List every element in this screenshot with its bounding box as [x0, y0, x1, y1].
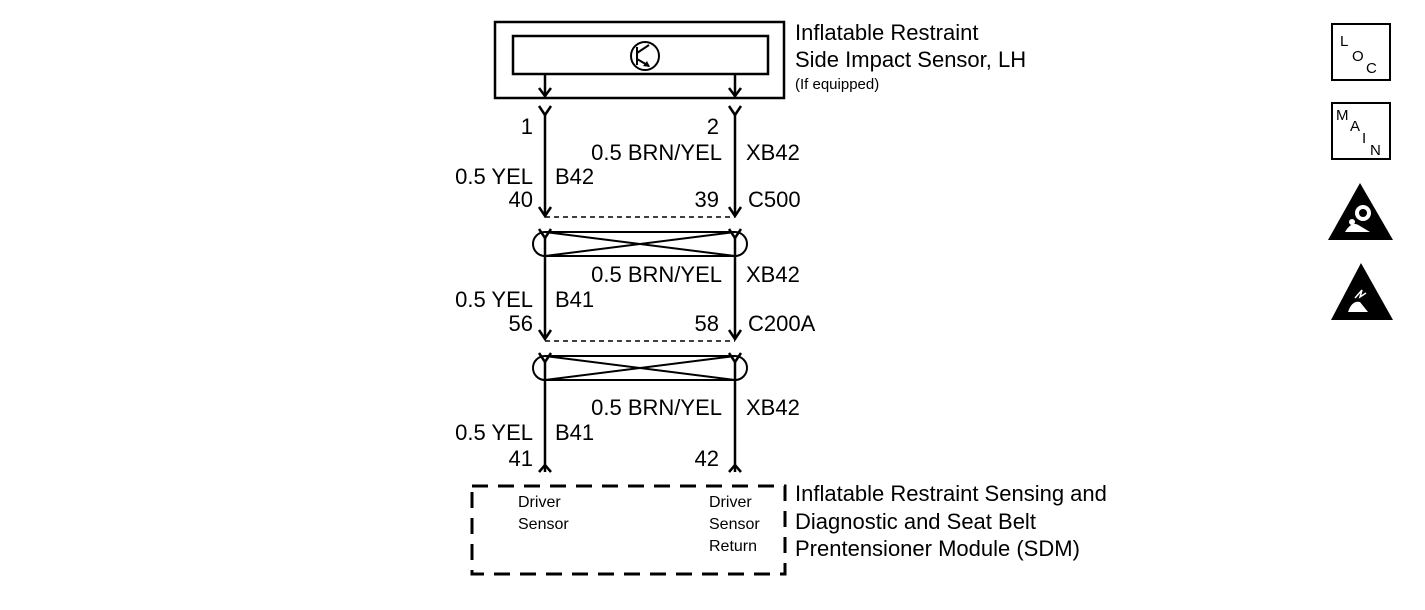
c500-name: C500	[748, 187, 801, 212]
sdm-right-pin-label-line3: Return	[709, 538, 757, 555]
sdm-module: Driver Sensor Driver Sensor Return Infla…	[470, 481, 1107, 576]
svg-text:C: C	[1366, 60, 1377, 77]
sensor-name-line1: Inflatable Restraint	[795, 20, 978, 45]
c200a-name: C200A	[748, 311, 816, 336]
sdm-name-line2: Diagnostic and Seat Belt	[795, 509, 1036, 534]
sensor-note: (If equipped)	[795, 76, 879, 93]
sensor-outer-box	[493, 20, 786, 100]
seg1-left-wire-color: 0.5 YEL	[455, 164, 533, 189]
left-wire	[537, 105, 553, 473]
seg3-right-wire-circuit: XB42	[746, 395, 800, 420]
esd-warning-icon[interactable]	[1331, 263, 1393, 320]
module-pin-right: 42	[695, 446, 719, 471]
sdm-left-pin-label-line2: Sensor	[518, 516, 569, 533]
seg2-right-wire-circuit: XB42	[746, 262, 800, 287]
side-impact-sensor: Inflatable Restraint Side Impact Sensor,…	[493, 20, 1026, 100]
right-wire	[727, 105, 743, 473]
seg1-right-wire-circuit: XB42	[746, 140, 800, 165]
sensor-pin-left: 1	[521, 114, 533, 139]
c200a-right-pin: 58	[695, 311, 719, 336]
c200a-left-pin: 56	[509, 311, 533, 336]
main-icon[interactable]: M A I N	[1331, 102, 1391, 160]
seg2-right-wire-color: 0.5 BRN/YEL	[591, 262, 722, 287]
sensor-name-line2: Side Impact Sensor, LH	[795, 47, 1026, 72]
svg-text:O: O	[1352, 48, 1364, 65]
sdm-name-line3: Prentensioner Module (SDM)	[795, 536, 1080, 561]
sdm-left-pin-label-line1: Driver	[518, 494, 561, 511]
svg-text:N: N	[1370, 142, 1381, 159]
sdm-right-pin-label-line1: Driver	[709, 494, 752, 511]
sdm-name-line1: Inflatable Restraint Sensing and	[795, 481, 1107, 506]
sensor-inner-box	[511, 34, 770, 76]
seg1-right-wire-color: 0.5 BRN/YEL	[591, 140, 722, 165]
svg-text:M: M	[1336, 107, 1349, 124]
svg-text:A: A	[1350, 118, 1360, 135]
svg-text:I: I	[1362, 130, 1366, 147]
c500-right-pin: 39	[695, 187, 719, 212]
seg1-left-wire-circuit: B42	[555, 164, 594, 189]
location-icon[interactable]: L O C	[1331, 23, 1391, 81]
seg3-left-wire-color: 0.5 YEL	[455, 420, 533, 445]
seg3-right-wire-color: 0.5 BRN/YEL	[591, 395, 722, 420]
seg3-left-wire-circuit: B41	[555, 420, 594, 445]
sdm-right-pin-label-line2: Sensor	[709, 516, 760, 533]
module-pin-left: 41	[509, 446, 533, 471]
transistor-sensor-icon	[630, 41, 660, 71]
airbag-warning-icon[interactable]	[1328, 183, 1393, 240]
connector-c200a	[532, 340, 748, 381]
sensor-pin-right: 2	[707, 114, 719, 139]
connector-c500	[532, 216, 748, 257]
seg2-left-wire-color: 0.5 YEL	[455, 287, 533, 312]
c500-left-pin: 40	[509, 187, 533, 212]
seg2-left-wire-circuit: B41	[555, 287, 594, 312]
svg-text:L: L	[1340, 33, 1348, 50]
sdm-dashed-box	[470, 484, 787, 576]
